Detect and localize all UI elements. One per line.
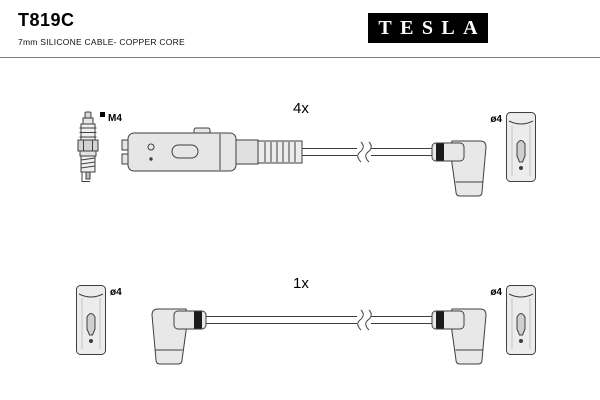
terminal-diameter-label-1x-left: ø4	[110, 287, 122, 298]
terminal-diameter-label-1x-right: ø4	[490, 287, 502, 298]
tesla-logo-text: TESLA	[378, 16, 486, 39]
thread-size-label: M4	[108, 113, 122, 124]
cable-break-icon-4x	[357, 141, 372, 163]
terminal-sleeve-1x-left	[76, 285, 106, 355]
tesla-logo: TESLA	[368, 13, 488, 43]
part-number: T819C	[18, 10, 75, 30]
terminal-diameter-label-4x: ø4	[490, 114, 502, 125]
coil-connector	[121, 127, 259, 172]
thread-size-bullet	[100, 112, 105, 117]
cable-break-icon-1x	[357, 309, 372, 331]
quantity-label-1x: 1x	[293, 275, 309, 292]
terminal-sleeve-4x	[506, 112, 536, 182]
elbow-boot-4x	[431, 140, 487, 197]
quantity-label-4x: 4x	[293, 100, 309, 117]
terminal-sleeve-1x-right	[506, 285, 536, 355]
spark-plug-icon	[77, 111, 99, 182]
elbow-boot-1x-left	[151, 308, 207, 365]
cable-spec-subtitle: 7mm SILICONE CABLE- COPPER CORE	[18, 37, 185, 47]
header-divider	[0, 57, 600, 58]
elbow-boot-1x-right	[431, 308, 487, 365]
cable-assembly-1x: ø4 1x ø4	[76, 275, 536, 365]
cable-line-1x	[206, 316, 432, 324]
bellows	[257, 140, 303, 164]
cable-assembly-4x: M4 4x	[77, 100, 536, 197]
